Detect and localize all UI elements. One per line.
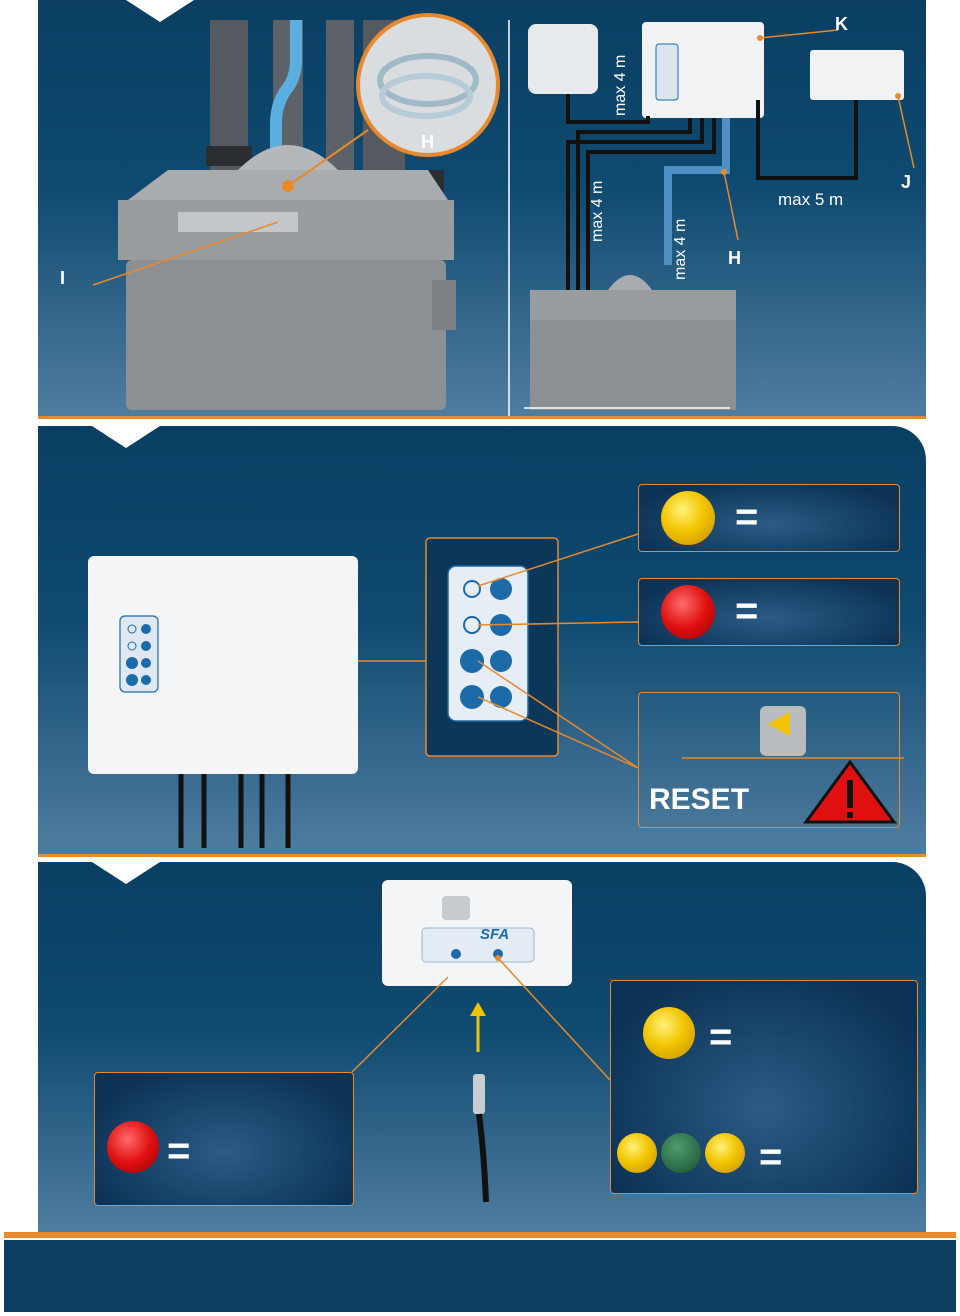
junction-box (528, 24, 598, 94)
label-h-cable: H (728, 248, 741, 268)
yellow-blink-light-icon (705, 1133, 745, 1173)
drain-pipe (326, 20, 354, 170)
label-i: I (60, 268, 66, 288)
distance-remote-alarm: max 5 m (778, 190, 844, 209)
equals-sign: = (735, 495, 759, 539)
green-light-icon (661, 1133, 701, 1173)
yellow-light-icon (643, 1007, 695, 1059)
distance-hose: max 4 m (672, 218, 689, 280)
panel-tab (92, 426, 160, 448)
status-row-power: = (638, 484, 900, 552)
probe-icon (473, 1074, 485, 1114)
control-box (88, 556, 358, 774)
air-hose (270, 20, 302, 220)
installation-panel: H I K J H max 4 m max 4 m max 4 m max 5 … (38, 0, 926, 419)
yellow-light-icon (661, 491, 715, 545)
equals-sign: = (735, 589, 759, 633)
equals-sign: = (709, 1015, 733, 1059)
remote-alarm (810, 50, 904, 100)
control-unit-panel: = = RESET (38, 426, 926, 857)
pump-panel (178, 212, 298, 232)
red-light-icon (661, 585, 715, 639)
panel-tab (126, 0, 194, 22)
reset-label: RESET (649, 783, 750, 816)
label-h-detail: H (421, 132, 434, 152)
pipe-collar (206, 146, 252, 166)
pump-body (126, 260, 446, 410)
status-row-reset: RESET (638, 692, 900, 828)
remote-alarm-panel: = = = (38, 862, 926, 1232)
status-row-power: = = (610, 980, 918, 1194)
label-k: K (835, 14, 848, 34)
pump-dome (238, 145, 338, 170)
installation-illustration (92, 13, 915, 416)
distance-alarm-control: max 4 m (612, 54, 629, 116)
air-hose (664, 118, 730, 265)
red-light-icon (107, 1121, 159, 1173)
distance-control-pump: max 4 m (589, 180, 606, 242)
status-row-alarm: = (94, 1072, 354, 1206)
yellow-blink-light-icon (617, 1133, 657, 1173)
hose-detail-circle (356, 13, 500, 157)
equals-sign: = (759, 1135, 783, 1179)
label-j: J (901, 172, 912, 192)
brand-label: SFA (480, 926, 510, 943)
drain-pipe (210, 20, 248, 170)
panel-tab (92, 862, 160, 884)
reset-warning-icon (803, 759, 897, 824)
equals-sign: = (167, 1129, 191, 1173)
footer-bar (0, 1232, 960, 1316)
status-row-alarm: = (638, 578, 900, 646)
pump-outlet (432, 280, 456, 330)
